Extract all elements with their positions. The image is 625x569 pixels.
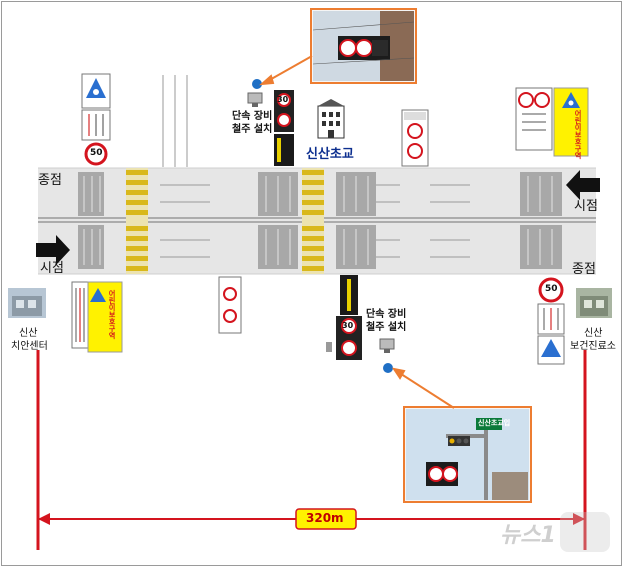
end-label-left: 종점: [38, 173, 62, 188]
camera-label-top-line1: 단속 장비: [232, 111, 273, 122]
speed-limit-sign-icon: [84, 142, 108, 166]
school-name: 신산초교: [306, 147, 354, 162]
start-label-left: 시점: [40, 261, 64, 276]
speed-limit-sign-bottomright: [538, 277, 564, 303]
camera-label-bottom-line2: 철주 설치: [366, 322, 407, 333]
zone-sign-text-right: 어린이보호구역: [574, 110, 583, 159]
zone-sign-text-left: 어린이보호구역: [108, 290, 117, 339]
sign-panel-topleft: [81, 109, 111, 141]
zone-sign-topright: [553, 87, 589, 157]
speed-display-top: [274, 90, 294, 166]
speed-display-bottom: [326, 275, 362, 360]
leader-arrow-top: [259, 55, 313, 86]
camera-pole-icon: [247, 79, 263, 107]
photo-inset-bottom: [403, 406, 532, 503]
child-zone-sign-bottomright: [537, 335, 565, 365]
watermark-text: 뉴스1: [500, 523, 556, 548]
clinic-label-line1: 신산: [584, 328, 603, 339]
school-building-icon: [317, 99, 345, 139]
sign-panel-topmid: [401, 109, 429, 167]
sign-panel-bottommid: [218, 276, 242, 334]
arrow-right-icon: [36, 235, 70, 265]
crosswalk-center: [302, 168, 324, 274]
speed-value-topleft: 50: [90, 148, 103, 158]
leader-arrow-bottom: [391, 367, 455, 409]
police-label-line1: 신산: [19, 328, 38, 339]
crosswalk-left: [126, 168, 148, 274]
speed-value-bottom: 30: [342, 321, 354, 330]
sign-panel-bottomright: [537, 303, 565, 335]
building-photo-icon-right: [576, 288, 612, 318]
start-label-right: 시점: [574, 199, 598, 214]
photo-inset-top: [310, 8, 417, 84]
speed-value-bottomright: 50: [545, 284, 558, 294]
police-label-line2: 치안센터: [11, 341, 48, 352]
building-photo-icon: [8, 288, 46, 318]
watermark: [560, 512, 610, 552]
camera-label-bottom-line1: 단속 장비: [366, 309, 407, 320]
end-label-right: 종점: [572, 262, 596, 277]
sign-panel-topright: [515, 87, 553, 151]
distance-indicator: [36, 350, 587, 550]
camera-label-top-line2: 철주 설치: [232, 124, 273, 135]
camera-pole-icon-bottom: [379, 338, 395, 373]
zone-sign-bottomleft: [87, 281, 123, 353]
clinic-label-line2: 보건진료소: [570, 341, 616, 352]
speed-value-top: 30: [277, 95, 289, 104]
distance-label: 320m: [306, 511, 344, 525]
child-zone-sign-icon: [81, 73, 111, 109]
sign-panel-bottomleft: [71, 281, 89, 349]
side-road: [162, 75, 188, 167]
photo-sign-text: 신산초교입: [478, 419, 511, 427]
arrow-left-icon: [566, 170, 600, 200]
